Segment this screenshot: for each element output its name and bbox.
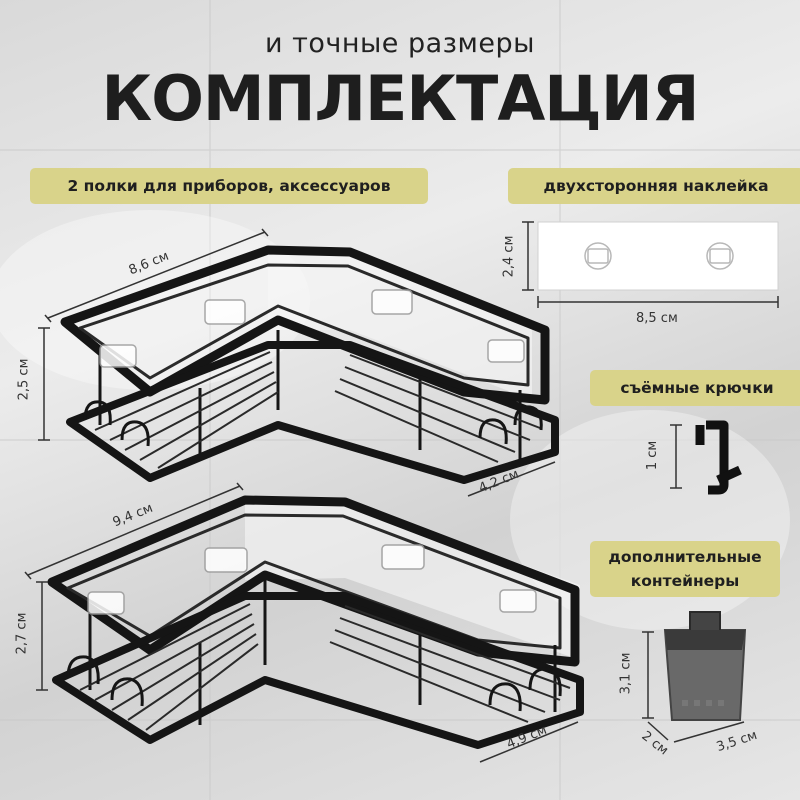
dim-top-shelf-height: 2,5 см	[16, 358, 32, 401]
dim-container-height: 3,1 см	[618, 652, 634, 695]
bottom-shelf	[47, 495, 584, 749]
containers-label-line1: дополнительные	[608, 548, 762, 566]
page-title: КОМПЛЕКТАЦИЯ	[101, 62, 700, 135]
containers-label: дополнительные контейнеры	[590, 541, 780, 597]
page-subtitle: и точные размеры	[265, 28, 535, 59]
containers-label-line2: контейнеры	[630, 572, 740, 590]
dim-sticker-height: 2,4 см	[501, 235, 517, 278]
dim-hook-height: 1 см	[645, 440, 661, 471]
shelf-dimension-lines	[24, 228, 579, 763]
sticker-label: двухсторонняя наклейка	[508, 168, 800, 204]
dim-sticker-width: 8,5 см	[636, 311, 678, 326]
dim-bottom-shelf-height: 2,7 см	[14, 612, 30, 655]
top-shelf	[60, 245, 559, 484]
shelves-label: 2 полки для приборов, аксессуаров	[30, 168, 428, 204]
hooks-label: съёмные крючки	[590, 370, 800, 406]
